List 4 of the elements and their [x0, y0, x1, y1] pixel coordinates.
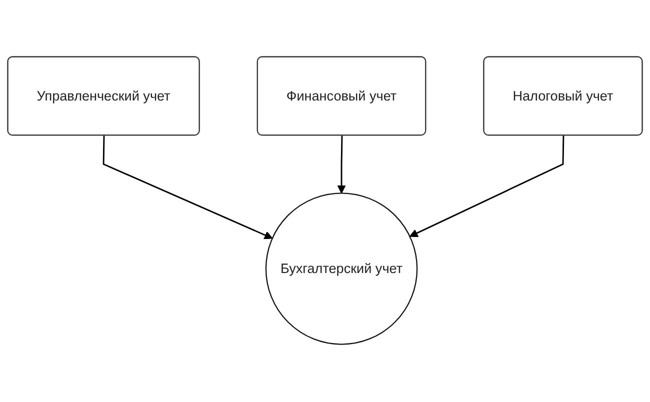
node-circle: Бухгалтерский учет — [265, 193, 418, 346]
arrow — [337, 136, 346, 194]
arrow — [409, 136, 564, 238]
arrow — [102, 136, 273, 240]
